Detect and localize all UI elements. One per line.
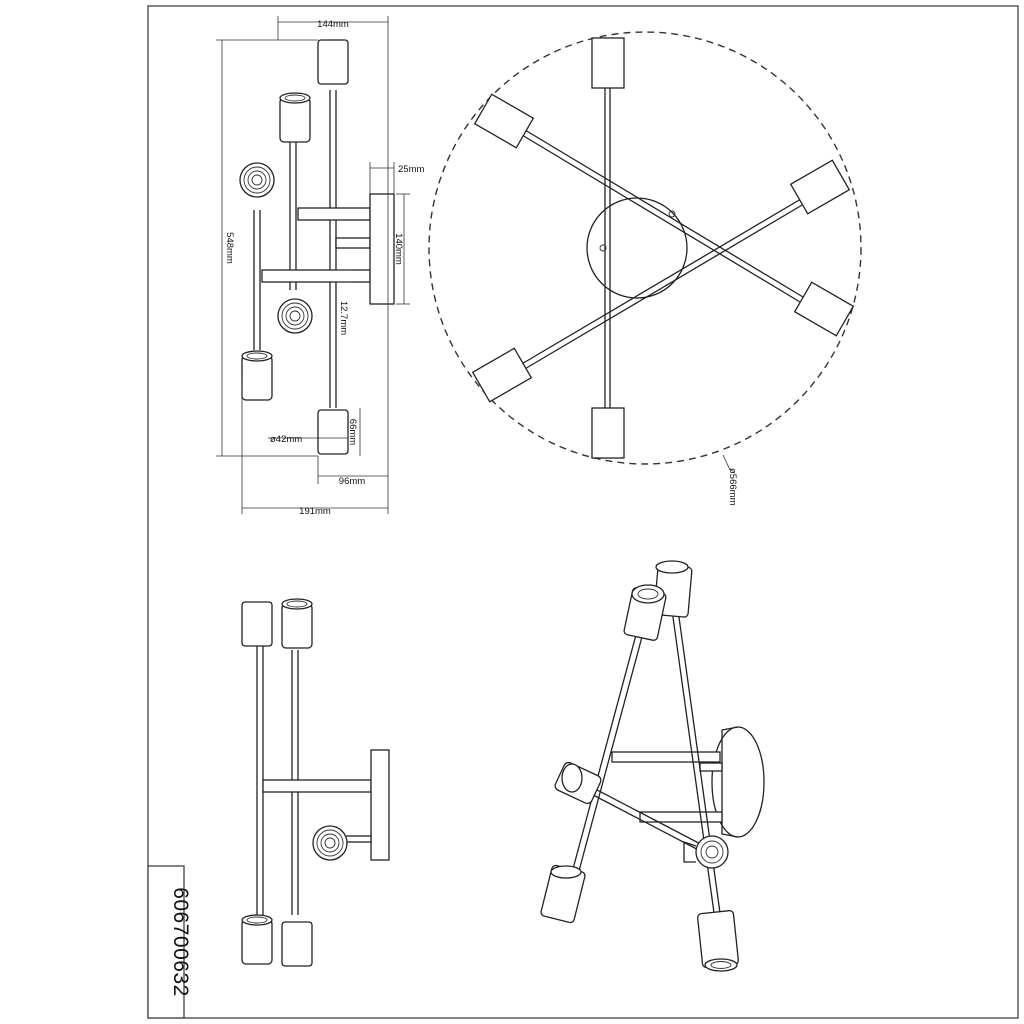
dim-total-height: 548mm xyxy=(224,232,235,264)
dim-base-width: 96mm xyxy=(339,476,365,487)
dim-mount-depth: 25mm xyxy=(398,164,424,175)
dim-socket-height: 66mm xyxy=(347,419,358,445)
side-view xyxy=(241,598,390,967)
perspective-view xyxy=(540,560,765,972)
dim-canopy-height: 140mm xyxy=(393,233,404,265)
dim-top-width: 144mm xyxy=(317,19,349,30)
front-view xyxy=(239,39,395,455)
dim-rod-diameter: 12.7mm xyxy=(338,301,349,335)
top-view: ø566mm xyxy=(428,31,862,506)
article-number: 606700632 xyxy=(169,887,192,997)
dim-spread-diameter: ø566mm xyxy=(727,468,738,506)
article-number-box: 606700632 xyxy=(147,865,192,1019)
dim-overall-width: 191mm xyxy=(299,506,331,517)
front-view-dimensions: 144mm 548mm 25mm 140mm 12.7mm 66mm ø42mm… xyxy=(216,16,424,517)
dim-socket-diameter: ø42mm xyxy=(270,434,302,445)
sheet-border xyxy=(147,5,1019,1019)
